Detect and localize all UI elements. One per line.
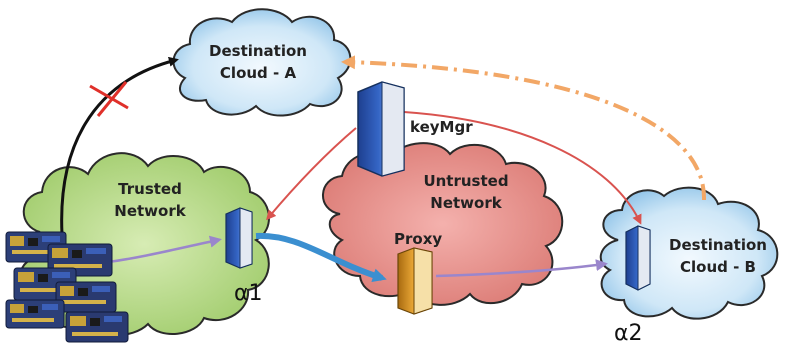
trusted-network-label-line2: Network [114, 202, 186, 220]
keymgr-server-icon [357, 81, 405, 177]
cloud-a-label-line1: Destination [209, 42, 307, 60]
trusted-network-label-line1: Trusted [118, 180, 182, 198]
keymgr-to-cloud-b-arrow [403, 111, 642, 225]
proxy-to-cloud-b-arrow [435, 259, 608, 278]
proxy-server-icon [397, 247, 433, 315]
cloud-b-label-line1: Destination [669, 236, 767, 254]
alpha1-label: α1 [234, 281, 263, 306]
proxy-label: Proxy [394, 230, 442, 248]
alpha1-server-icon [225, 207, 253, 269]
alpha1-to-proxy-arrow [255, 232, 387, 283]
blocked-x-icon [89, 81, 129, 117]
destination-cloud-a [172, 8, 352, 117]
untrusted-network-cloud [322, 142, 564, 306]
keymgr-label: keyMgr [410, 118, 473, 136]
alpha2-label: α2 [614, 321, 643, 346]
cloud-b-to-cloud-a-arrow [341, 55, 707, 201]
iot-devices-icon [5, 231, 129, 343]
alpha2-server-icon [625, 225, 651, 291]
untrusted-network-label-line1: Untrusted [423, 172, 508, 190]
devices-to-alpha1-arrow [107, 235, 222, 264]
keymgr-to-trusted-arrow [266, 127, 357, 221]
untrusted-network-label-line2: Network [430, 194, 502, 212]
cloud-b-label-line2: Cloud - B [680, 258, 756, 276]
devices-to-cloud-a-arrow [60, 56, 179, 235]
cloud-a-label-line2: Cloud - A [220, 64, 297, 82]
